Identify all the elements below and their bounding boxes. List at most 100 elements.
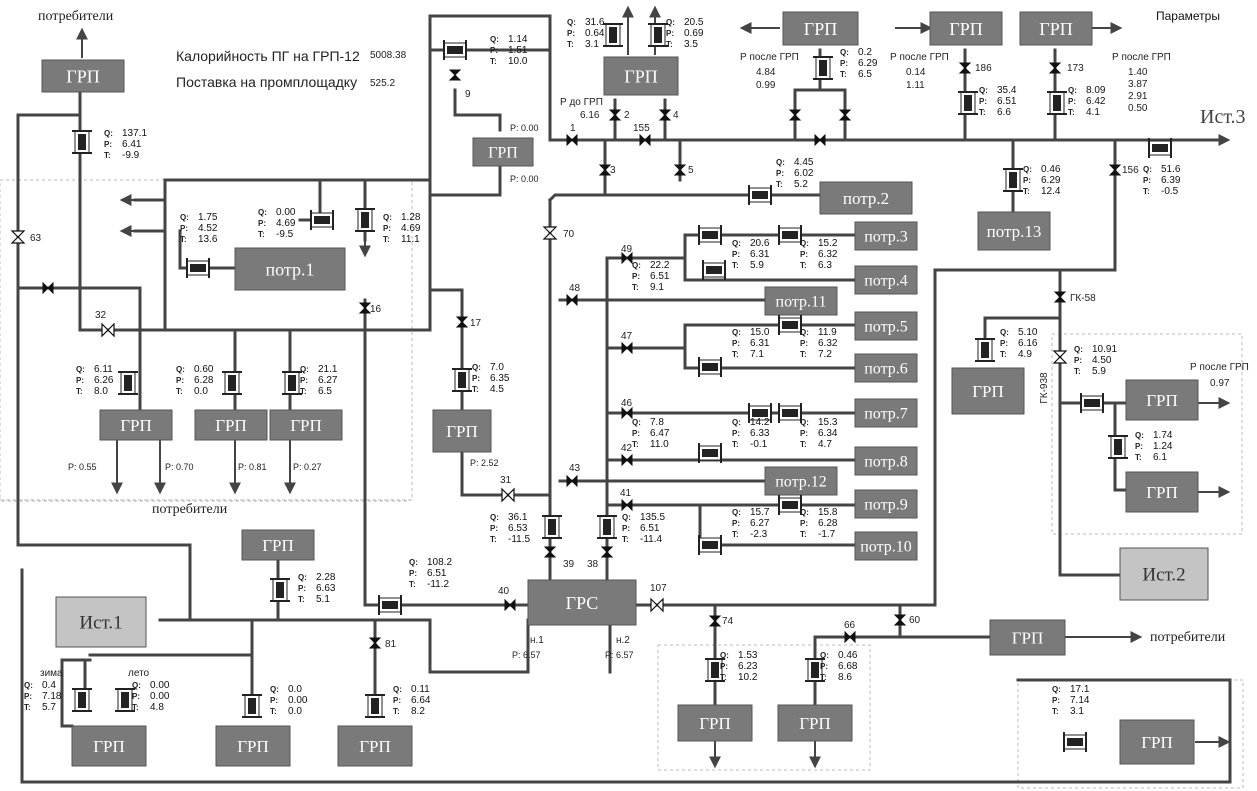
grp-81[interactable]: ГРП bbox=[337, 725, 413, 767]
valve-47-icon[interactable] bbox=[621, 341, 633, 355]
valve-left-h-icon[interactable] bbox=[42, 281, 54, 295]
valve-top-center-h-icon[interactable] bbox=[814, 133, 826, 147]
consumer-1-rect[interactable] bbox=[234, 247, 346, 291]
valve-9[interactable]: 9 bbox=[448, 69, 471, 100]
valve-70[interactable]: 70 bbox=[542, 226, 575, 240]
grp-bottom-2-rect[interactable] bbox=[194, 409, 268, 441]
consumer-11[interactable]: потр.11 bbox=[764, 286, 838, 316]
grp-66-rect[interactable] bbox=[989, 619, 1066, 656]
grp-top-right-1[interactable]: ГРП bbox=[782, 11, 859, 46]
grp-bottom-right-rect[interactable] bbox=[1119, 719, 1195, 765]
valve-17[interactable]: 17 bbox=[455, 316, 482, 329]
grp-74-rect[interactable] bbox=[677, 704, 753, 742]
valve-70-icon[interactable] bbox=[542, 226, 558, 240]
valve-845[interactable] bbox=[838, 109, 852, 121]
consumer-8-rect[interactable] bbox=[854, 446, 918, 476]
grp-66b[interactable]: ГРП bbox=[777, 704, 853, 742]
consumer-4[interactable]: потр.4 bbox=[854, 265, 918, 295]
grp-top-right-2-rect[interactable] bbox=[929, 11, 1003, 46]
grp-top-left-rect[interactable] bbox=[41, 59, 125, 93]
consumer-6[interactable]: потр.6 bbox=[854, 353, 918, 383]
valve-795[interactable] bbox=[788, 109, 802, 121]
valve-2[interactable]: 2 bbox=[608, 109, 630, 121]
grp-gk58-rect[interactable] bbox=[951, 367, 1025, 415]
consumer-5[interactable]: потр.5 bbox=[854, 311, 918, 341]
valve-42[interactable]: 42 bbox=[621, 443, 633, 467]
valve-81-icon[interactable] bbox=[368, 637, 382, 649]
valve-81[interactable]: 81 bbox=[368, 637, 397, 650]
consumer-6-rect[interactable] bbox=[854, 353, 918, 383]
consumer-3-rect[interactable] bbox=[854, 221, 918, 251]
consumer-9[interactable]: потр.9 bbox=[854, 489, 918, 519]
valve-3-icon[interactable] bbox=[598, 164, 612, 176]
valve-gk938[interactable] bbox=[1052, 350, 1068, 364]
grp-bottom-mid-rect[interactable] bbox=[215, 725, 291, 767]
valve-39[interactable]: 39 bbox=[543, 546, 575, 570]
grp-top-right-1-rect[interactable] bbox=[782, 11, 859, 46]
valve-1-icon[interactable] bbox=[566, 133, 578, 147]
params-button[interactable]: Параметры bbox=[1156, 9, 1220, 23]
valve-gk938-icon[interactable] bbox=[1052, 350, 1068, 364]
valve-31-icon[interactable] bbox=[501, 487, 515, 503]
grp-17-rect[interactable] bbox=[432, 409, 492, 453]
grp-middle-rect[interactable] bbox=[472, 137, 534, 167]
valve-32[interactable]: 32 bbox=[95, 310, 115, 338]
grp-281-rect[interactable] bbox=[241, 529, 315, 561]
grp-top-center-rect[interactable] bbox=[603, 56, 679, 96]
grs-main[interactable]: ГРС bbox=[527, 579, 637, 626]
valve-74[interactable]: 74 bbox=[708, 615, 734, 627]
valve-795-icon[interactable] bbox=[788, 109, 802, 121]
valve-46[interactable]: 46 bbox=[621, 398, 633, 420]
valve-17-icon[interactable] bbox=[455, 316, 469, 328]
grp-17[interactable]: ГРП bbox=[432, 409, 492, 453]
grp-bottom-3-rect[interactable] bbox=[269, 409, 343, 441]
grp-bottom-3[interactable]: ГРП bbox=[269, 409, 343, 441]
consumer-4-rect[interactable] bbox=[854, 265, 918, 295]
consumer-12[interactable]: потр.12 bbox=[764, 466, 838, 496]
valve-5[interactable]: 5 bbox=[673, 164, 694, 176]
consumer-10[interactable]: потр.10 bbox=[854, 531, 918, 561]
valve-32-icon[interactable] bbox=[101, 322, 115, 338]
valve-41[interactable]: 41 bbox=[620, 488, 633, 512]
valve-66[interactable]: 66 bbox=[844, 620, 856, 644]
valve-16-icon[interactable] bbox=[358, 302, 372, 314]
consumer-7-rect[interactable] bbox=[854, 398, 918, 428]
consumer-5-rect[interactable] bbox=[854, 311, 918, 341]
consumer-9-rect[interactable] bbox=[854, 489, 918, 519]
valve-1[interactable]: 1 bbox=[566, 123, 578, 147]
valve-gk58[interactable]: ГК-58 bbox=[1053, 291, 1096, 304]
grp-right-1-rect[interactable] bbox=[1125, 379, 1199, 421]
consumer-1[interactable]: потр.1 bbox=[234, 247, 346, 291]
grp-top-center[interactable]: ГРП bbox=[603, 56, 679, 96]
valve-63[interactable]: 63 bbox=[10, 230, 42, 244]
source-2-rect[interactable] bbox=[1119, 547, 1209, 601]
valve-46-icon[interactable] bbox=[621, 406, 633, 420]
grp-bottom-2[interactable]: ГРП bbox=[194, 409, 268, 441]
grp-top-right-3[interactable]: ГРП bbox=[1019, 11, 1093, 46]
valve-43-icon[interactable] bbox=[566, 474, 578, 488]
source-1[interactable]: Ист.1 bbox=[55, 596, 147, 648]
source-1-rect[interactable] bbox=[55, 596, 147, 648]
grp-bottom-right[interactable]: ГРП bbox=[1119, 719, 1195, 765]
grp-winter[interactable]: ГРП bbox=[71, 725, 147, 767]
grp-281[interactable]: ГРП bbox=[241, 529, 315, 561]
consumer-12-rect[interactable] bbox=[764, 466, 838, 496]
consumer-3[interactable]: потр.3 bbox=[854, 221, 918, 251]
valve-60-icon[interactable] bbox=[893, 614, 907, 626]
valve-16[interactable]: 16 bbox=[358, 302, 382, 315]
valve-63-icon[interactable] bbox=[10, 230, 26, 244]
grp-bottom-1-rect[interactable] bbox=[99, 409, 173, 441]
grp-middle[interactable]: ГРП bbox=[472, 137, 534, 167]
grs-main-rect[interactable] bbox=[527, 579, 637, 626]
valve-41-icon[interactable] bbox=[621, 498, 633, 512]
grp-74[interactable]: ГРП bbox=[677, 704, 753, 742]
valve-38[interactable]: 38 bbox=[587, 546, 614, 570]
valve-74-icon[interactable] bbox=[708, 615, 722, 627]
source-2[interactable]: Ист.2 bbox=[1119, 547, 1209, 601]
valve-60[interactable]: 60 bbox=[893, 614, 921, 626]
grp-right-1[interactable]: ГРП bbox=[1125, 379, 1199, 421]
consumer-8[interactable]: потр.8 bbox=[854, 446, 918, 476]
valve-gk58-icon[interactable] bbox=[1053, 291, 1067, 303]
grp-81-rect[interactable] bbox=[337, 725, 413, 767]
valve-48[interactable]: 48 bbox=[566, 283, 581, 307]
